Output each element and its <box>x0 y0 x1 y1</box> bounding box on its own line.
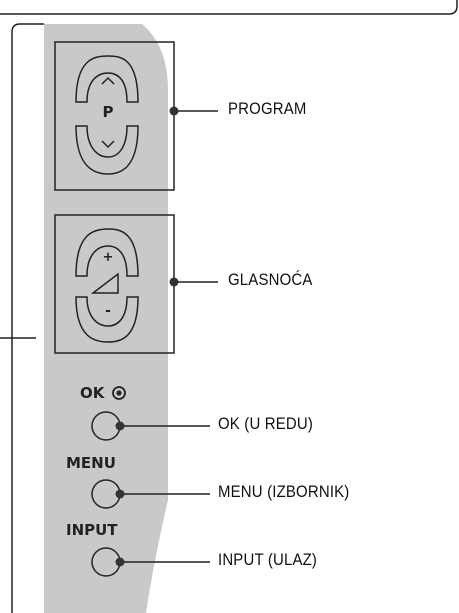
chevron-up-icon <box>101 76 115 85</box>
volume-minus-symbol: - <box>105 303 111 319</box>
volume-up-rocker[interactable] <box>75 228 139 277</box>
ok-callout-label: OK (U REDU) <box>218 414 314 433</box>
frame-top-edge <box>0 0 458 15</box>
menu-callout-label: MENU (IZBORNIK) <box>218 482 350 501</box>
chevron-down-icon <box>101 140 115 149</box>
program-down-rocker[interactable] <box>75 125 139 175</box>
input-button-label: INPUT <box>66 521 118 539</box>
input-leader-dot <box>115 557 125 567</box>
frame-inner-corner <box>11 23 44 33</box>
menu-leader-dot <box>115 489 125 499</box>
ok-button-label: OK <box>80 384 105 402</box>
ok-leader-dot <box>115 421 125 431</box>
ok-target-icon <box>112 386 126 400</box>
volume-down-rocker[interactable] <box>75 296 139 343</box>
volume-triangle-icon <box>90 272 119 294</box>
ok-target-dot <box>116 390 122 396</box>
program-up-rocker[interactable] <box>75 55 139 103</box>
volume-plus-symbol: + <box>102 250 114 265</box>
program-box <box>54 41 175 191</box>
input-callout-label: INPUT (ULAZ) <box>218 550 318 569</box>
volume-leader-dot <box>169 277 179 287</box>
volume-callout-label: GLASNOĆA <box>228 270 313 289</box>
program-callout-label: PROGRAM <box>228 99 307 118</box>
menu-button-label: MENU <box>66 454 116 472</box>
program-leader-dot <box>169 106 179 116</box>
control-panel-strip <box>44 24 168 613</box>
program-p-symbol: P <box>102 103 114 121</box>
